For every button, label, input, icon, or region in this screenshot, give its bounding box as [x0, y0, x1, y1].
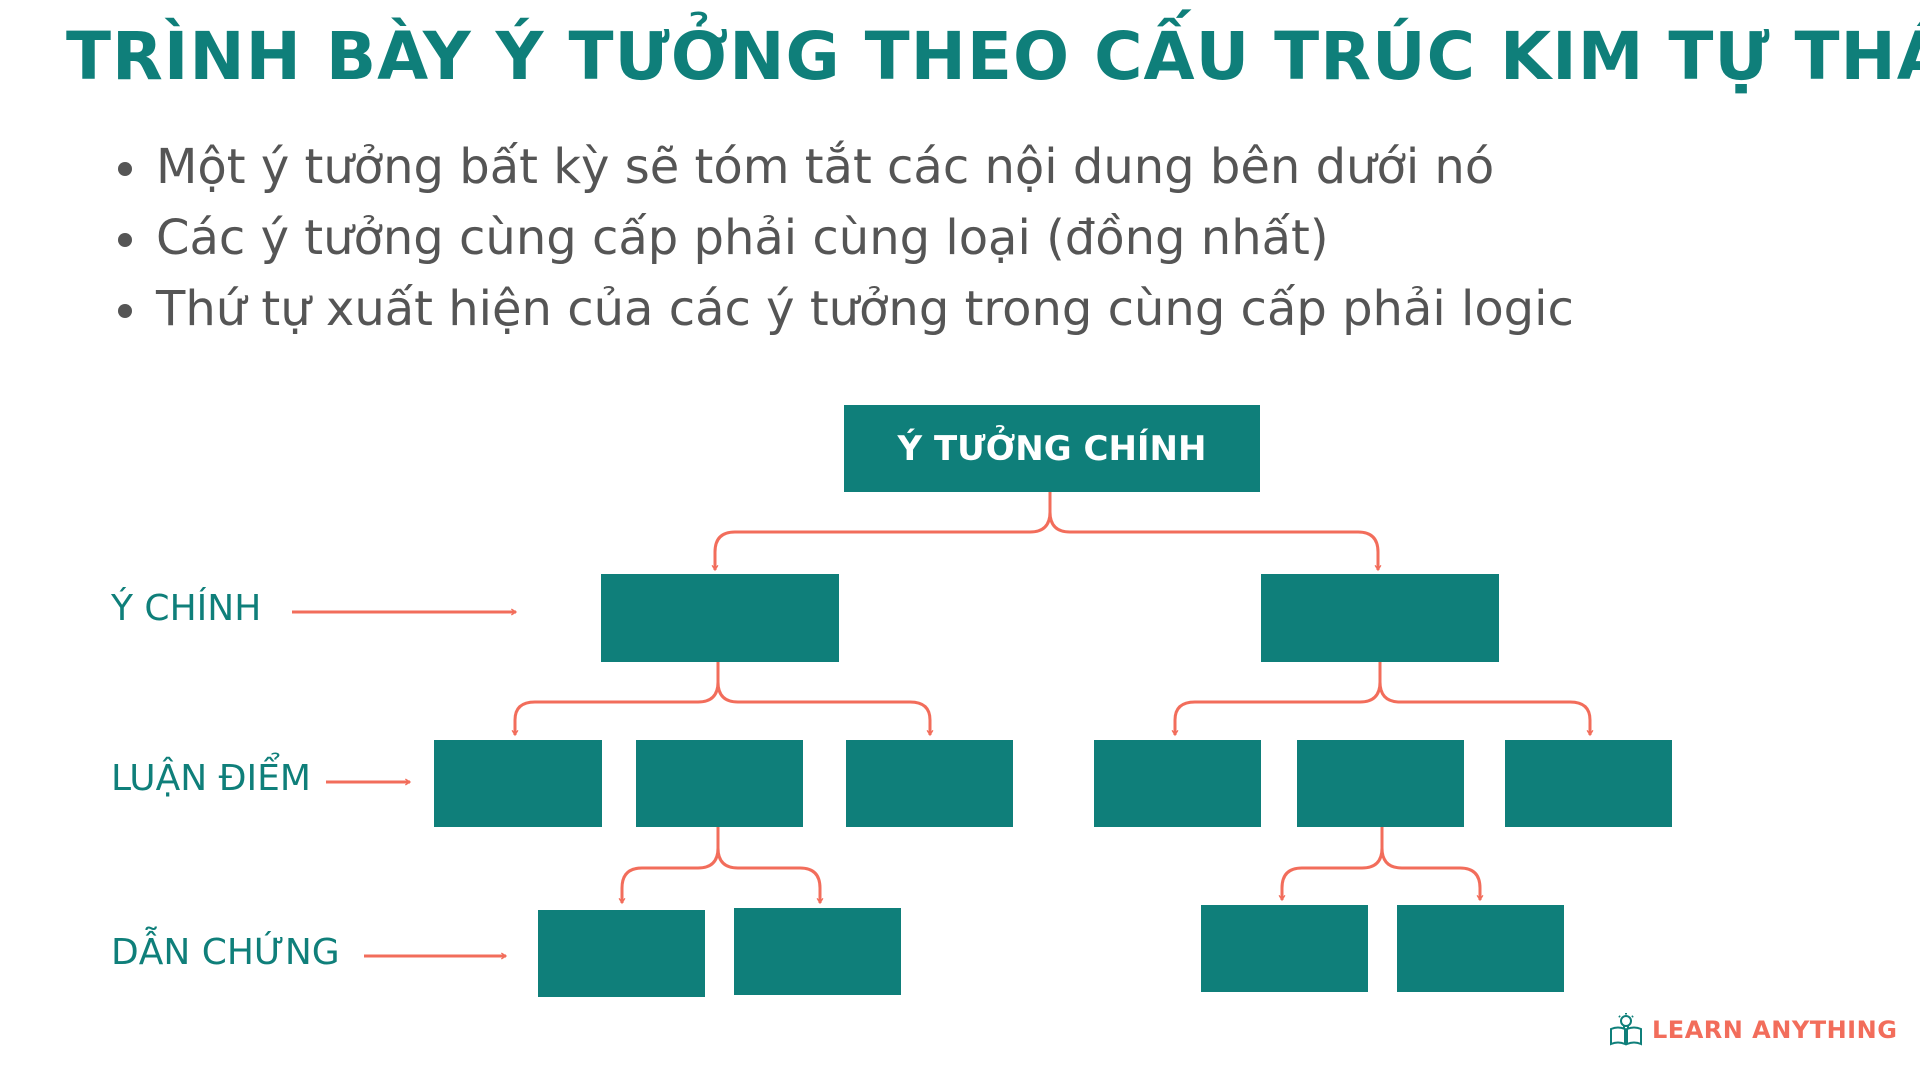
evidence-box — [538, 910, 705, 997]
level-label-main-point: Ý CHÍNH — [111, 588, 262, 629]
connector-arrow — [716, 681, 934, 737]
bullet-dot — [118, 162, 132, 176]
bullet-dot — [118, 233, 132, 247]
root-box — [844, 405, 1260, 492]
argument-box — [1297, 740, 1464, 827]
connector-arrow — [1048, 511, 1382, 572]
bullet-text: Một ý tưởng bất kỳ sẽ tóm tắt các nội du… — [156, 139, 1495, 195]
argument-box — [1505, 740, 1672, 827]
connector-arrow — [1278, 827, 1384, 902]
argument-box — [434, 740, 602, 827]
argument-box — [1094, 740, 1261, 827]
bullet-list: Một ý tưởng bất kỳ sẽ tóm tắt các nội du… — [118, 132, 1574, 345]
page-title: TRÌNH BÀY Ý TƯỞNG THEO CẤU TRÚC KIM TỰ T… — [66, 18, 1920, 95]
argument-box — [846, 740, 1013, 827]
connector-arrow — [711, 492, 1052, 572]
boxes — [434, 405, 1672, 997]
logo: LEARN ANYTHING — [1608, 1012, 1897, 1048]
book-lightbulb-icon — [1610, 1013, 1642, 1046]
evidence-box — [1397, 905, 1564, 992]
bullet-item: Các ý tưởng cùng cấp phải cùng loại (đồn… — [118, 203, 1574, 274]
logo-text: LEARN ANYTHING — [1652, 1016, 1898, 1044]
bullet-dot — [118, 304, 132, 318]
level-label-argument: LUẬN ĐIỂM — [111, 758, 311, 799]
bullet-item: Một ý tưởng bất kỳ sẽ tóm tắt các nội du… — [118, 132, 1574, 203]
connector-arrow — [1171, 662, 1382, 737]
connector-arrow — [511, 662, 720, 737]
level-label-evidence: DẪN CHỨNG — [111, 932, 340, 973]
bullet-text: Thứ tự xuất hiện của các ý tưởng trong c… — [156, 281, 1574, 337]
connector-arrow — [1380, 847, 1484, 902]
connector-arrow — [716, 847, 824, 905]
argument-box — [636, 740, 803, 827]
evidence-box — [734, 908, 901, 995]
connector-arrow — [618, 827, 720, 905]
connectors — [292, 492, 1594, 960]
connector-arrow — [1378, 681, 1594, 737]
main-point-box — [1261, 574, 1499, 662]
evidence-box — [1201, 905, 1368, 992]
root-box-label: Ý TƯỞNG CHÍNH — [897, 425, 1207, 469]
bullet-item: Thứ tự xuất hiện của các ý tưởng trong c… — [118, 274, 1574, 345]
bullet-text: Các ý tưởng cùng cấp phải cùng loại (đồn… — [156, 210, 1329, 266]
main-point-box — [601, 574, 839, 662]
